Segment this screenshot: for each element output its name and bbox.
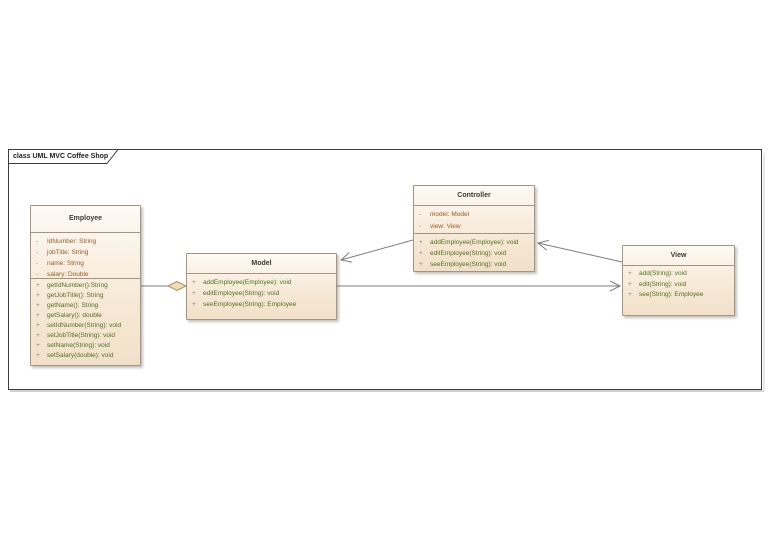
class-view[interactable]: View +add(String): void +edit(String): v… [622,245,735,316]
association-view-controller-arrow[interactable] [536,239,623,263]
method-row: +getName(): String [36,302,99,309]
class-view-methods: +add(String): void +edit(String): void +… [623,266,734,301]
class-model[interactable]: Model +addEmployee(Employee): void +edit… [186,253,337,320]
method-row: +addEmployee(Employee): void [192,279,292,286]
attribute-row: -name: String [36,260,84,267]
association-controller-model-arrow[interactable] [339,239,414,263]
class-employee-attributes: -IdNumber: String -jobTitle: String -nam… [31,233,140,279]
attribute-row: -jobTitle: String [36,249,89,256]
attribute-row: -IdNumber: String [36,238,97,245]
class-employee-methods: +getIdNumber():String +getJobTitle(): St… [31,279,140,361]
method-row: +getSalary(): double [36,312,102,319]
method-row: +add(String): void [628,270,687,277]
method-row: +editEmployee(String): void [192,290,280,297]
method-row: +getIdNumber():String [36,282,108,289]
class-controller-methods: +addEmployee(Employee): void +editEmploy… [414,234,534,270]
attribute-row: -model: Model [419,211,470,218]
method-row: +setSalary(double): void [36,352,114,359]
class-model-title: Model [187,254,336,274]
attribute-row: -salary: Double [36,271,89,278]
frame-title: class UML MVC Coffee Shop [13,153,109,160]
class-controller-title: Controller [414,186,534,206]
class-employee[interactable]: Employee -IdNumber: String -jobTitle: St… [30,205,141,366]
class-controller-attributes: -model: Model -view: View [414,206,534,234]
class-employee-title: Employee [31,206,140,233]
method-row: +editEmployee(String): void [419,250,507,257]
class-view-title: View [623,246,734,266]
method-row: +setJobTitle(String): void [36,332,116,339]
aggregation-diamond-icon [166,280,188,292]
method-row: +seeEmployee(String): void [419,261,507,268]
class-model-methods: +addEmployee(Employee): void +editEmploy… [187,274,336,310]
method-row: +addEmployee(Employee): void [419,239,519,246]
method-row: +getJobTitle(): String [36,292,104,299]
class-controller[interactable]: Controller -model: Model -view: View +ad… [413,185,535,272]
method-row: +see(String): Employee [628,291,704,298]
method-row: +setIdNumber(String): void [36,322,122,329]
method-row: +edit(String): void [628,280,687,288]
attribute-row: -view: View [419,223,461,230]
method-row: +seeEmployee(String): Employee [192,301,297,308]
method-row: +setName(String): void [36,342,110,349]
